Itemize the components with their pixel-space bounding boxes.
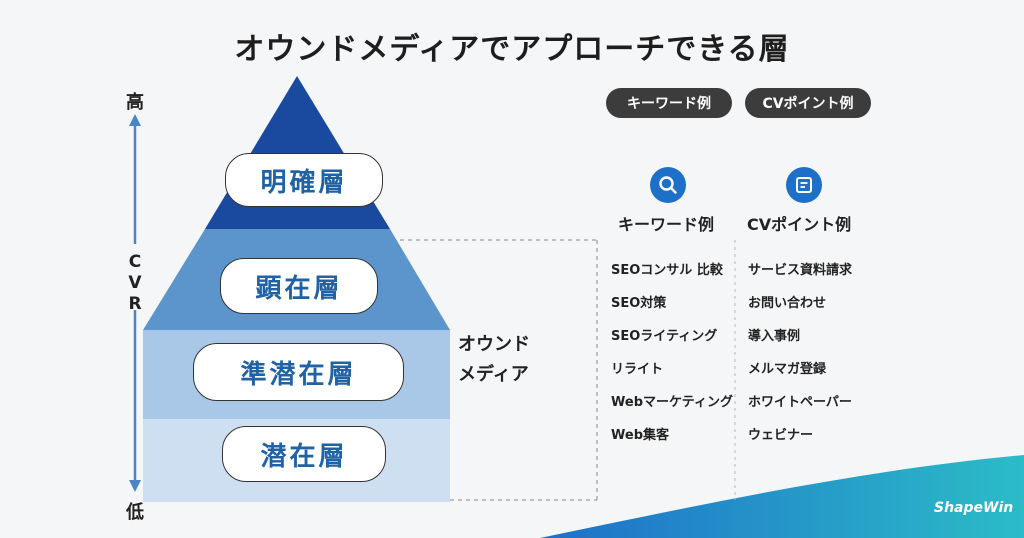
document-icon bbox=[786, 167, 822, 203]
cv-point-item: 導入事例 bbox=[748, 329, 801, 344]
cv-pill: CVポイント例 bbox=[745, 88, 871, 118]
owned-media-line2: メディア bbox=[458, 364, 529, 385]
keyword-item: リライト bbox=[611, 362, 664, 377]
axis-low-label: 低 bbox=[126, 502, 144, 523]
cv-point-item: サービス資料請求 bbox=[748, 263, 853, 278]
cv-point-item: お問い合わせ bbox=[748, 296, 827, 311]
cv-point-item: メルマガ登録 bbox=[748, 362, 827, 377]
layer-latent: 潜在層 bbox=[222, 426, 386, 482]
keyword-pill: キーワード例 bbox=[606, 88, 732, 118]
owned-media-label: オウンド メディア bbox=[458, 330, 558, 390]
keyword-item: SEOコンサル 比較 bbox=[611, 263, 723, 278]
search-icon bbox=[650, 167, 686, 203]
page-title: オウンドメディアでアプローチできる層 bbox=[234, 32, 790, 67]
cv-point-item: ホワイトペーパー bbox=[748, 395, 852, 410]
cv-point-item: ウェビナー bbox=[748, 428, 814, 443]
owned-media-line1: オウンド bbox=[458, 334, 530, 355]
keyword-column-heading: キーワード例 bbox=[618, 215, 715, 234]
keyword-item: SEOライティング bbox=[611, 329, 718, 344]
layer-clear: 明確層 bbox=[225, 153, 383, 207]
keyword-item: Webマーケティング bbox=[611, 395, 733, 410]
cv-column-heading: CVポイント例 bbox=[747, 215, 852, 234]
axis-high-label: 高 bbox=[126, 92, 144, 113]
cv-point-list: サービス資料請求 お問い合わせ 導入事例 メルマガ登録 ホワイトペーパー ウェビ… bbox=[748, 262, 852, 460]
keyword-item: Web集客 bbox=[611, 428, 669, 443]
layer-semi-latent: 準潜在層 bbox=[193, 343, 404, 401]
layer-manifest: 顕在層 bbox=[220, 258, 378, 314]
brand-logo: ShapeWin bbox=[934, 500, 1014, 516]
keyword-item: SEO対策 bbox=[611, 296, 667, 311]
keyword-list: SEOコンサル 比較 SEO対策 SEOライティング リライト Webマーケティ… bbox=[611, 262, 733, 460]
